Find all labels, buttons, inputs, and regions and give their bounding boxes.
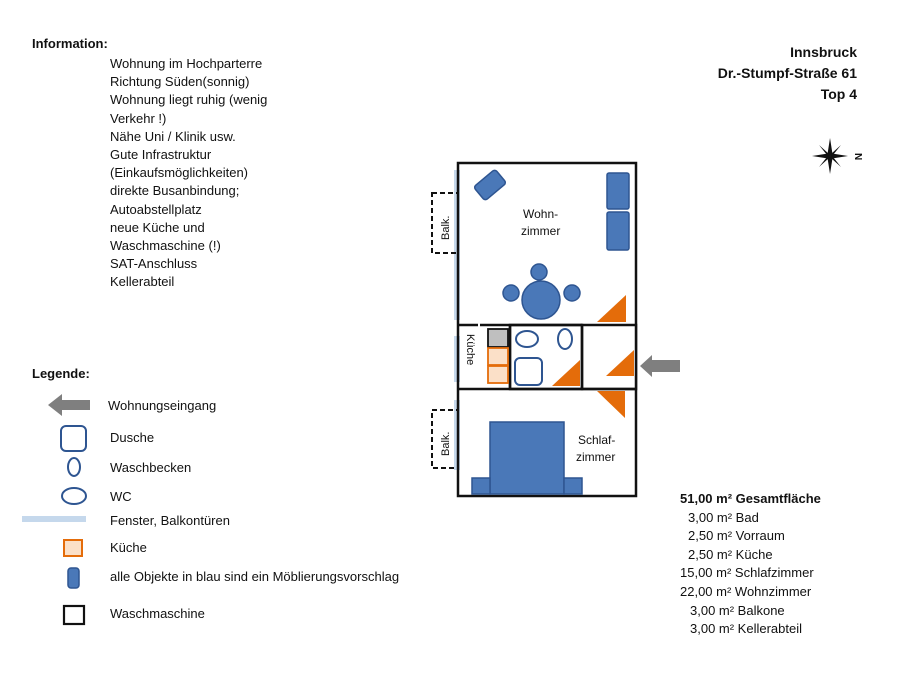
sink-fixture — [557, 328, 573, 350]
nightstand — [563, 477, 583, 495]
door-schlaf — [597, 391, 625, 418]
info-item: Kellerabteil — [110, 274, 175, 290]
sideboard-top — [606, 172, 630, 210]
legend-wc-icon — [61, 487, 87, 505]
floorplan: Balk. Balk. Wohn- zimmer Schlaf- zimmer … — [431, 161, 680, 498]
room-label-schlaf-1: Schlaf- — [578, 433, 615, 447]
area-item: 3,00 m² Kellerabteil — [690, 621, 802, 637]
dining-table — [521, 280, 561, 320]
info-item: Waschmaschine (!) — [110, 238, 221, 254]
legend-wc-label: WC — [110, 489, 132, 504]
legend-kitchen-icon — [63, 539, 83, 557]
legend-kitchen-label: Küche — [110, 540, 147, 555]
legend-entrance-icon — [48, 394, 90, 416]
chair — [530, 263, 548, 281]
door-bad — [552, 360, 580, 386]
legend-symbols — [22, 394, 90, 626]
compass-star-icon: N — [812, 138, 863, 174]
legend-washer-label: Waschmaschine — [110, 606, 205, 621]
info-item: Nähe Uni / Klinik usw. — [110, 128, 236, 144]
legend-sink-icon — [67, 457, 81, 477]
info-item: neue Küche und — [110, 219, 205, 235]
area-item: 2,50 m² Küche — [688, 546, 773, 562]
compass-label: N — [852, 153, 863, 160]
info-item: Wohnung im Hochparterre — [110, 56, 263, 71]
address-street: Dr.-Stumpf-Straße 61 — [717, 65, 857, 81]
address-block: Innsbruck Dr.-Stumpf-Straße 61 Top 4 — [718, 42, 857, 105]
info-item: Verkehr !) — [110, 110, 167, 126]
kitchen-unit — [487, 347, 509, 366]
area-summary: 51,00 m² Gesamtfläche 3,00 m² Bad 2,50 m… — [680, 490, 821, 639]
kitchen-unit — [487, 365, 509, 384]
room-label-schlaf-2: zimmer — [576, 450, 615, 464]
area-total: 51,00 m² Gesamtfläche — [680, 491, 821, 506]
legend-furniture-label: alle Objekte in blau sind ein Möblierung… — [110, 569, 400, 584]
info-item: Richtung Süden(sonnig) — [110, 74, 250, 90]
information-list: Wohnung im Hochparterre Richtung Süden(s… — [110, 55, 267, 292]
legend-entrance-label: Wohnungseingang — [108, 398, 217, 413]
legend-shower-icon — [60, 425, 87, 452]
entrance-arrow-icon — [640, 355, 680, 377]
shower-fixture — [514, 357, 543, 386]
area-item: 2,50 m² Vorraum — [688, 528, 785, 544]
chair — [563, 284, 581, 302]
balcony-bottom-label: Balk. — [440, 432, 452, 456]
chair — [502, 284, 520, 302]
room-label-wohn-2: zimmer — [521, 224, 560, 238]
information-title: Information: — [32, 36, 108, 51]
legend-sink-label: Waschbecken — [110, 460, 192, 475]
address-unit: Top 4 — [820, 86, 857, 102]
legend-furniture-icon — [67, 567, 80, 589]
door-wohn — [597, 295, 626, 322]
info-item: (Einkaufsmöglichkeiten) — [110, 165, 249, 181]
legend-washer-icon — [62, 604, 86, 626]
area-item: 22,00 m² Wohnzimmer — [680, 583, 812, 599]
washing-machine — [487, 328, 509, 348]
address-city: Innsbruck — [790, 44, 857, 60]
room-label-kueche: Küche — [464, 334, 476, 365]
info-item: Autoabstellplatz — [110, 201, 202, 217]
area-item: 3,00 m² Balkone — [690, 602, 785, 618]
sideboard-bottom — [606, 211, 630, 251]
legend-window-label: Fenster, Balkontüren — [110, 513, 230, 528]
nightstand — [471, 477, 491, 495]
info-item: direkte Busanbindung; — [110, 183, 240, 199]
area-item: 3,00 m² Bad — [688, 509, 759, 525]
door-entrance — [606, 350, 634, 376]
bathroom-walls — [508, 323, 584, 391]
balcony-bottom — [431, 409, 459, 469]
area-item: 15,00 m² Schlafzimmer — [680, 565, 814, 581]
legend-title: Legende: — [32, 366, 90, 381]
bed — [489, 421, 565, 495]
legend-window-icon — [22, 516, 86, 522]
info-item: SAT-Anschluss — [110, 256, 198, 272]
wc-fixture — [515, 330, 539, 348]
room-label-wohn-1: Wohn- — [523, 207, 558, 221]
legend-shower-label: Dusche — [110, 430, 155, 445]
armchair — [473, 169, 507, 201]
balcony-top-label: Balk. — [440, 216, 452, 240]
info-item: Gute Infrastruktur — [110, 147, 212, 163]
info-item: Wohnung liegt ruhig (wenig — [110, 92, 268, 108]
